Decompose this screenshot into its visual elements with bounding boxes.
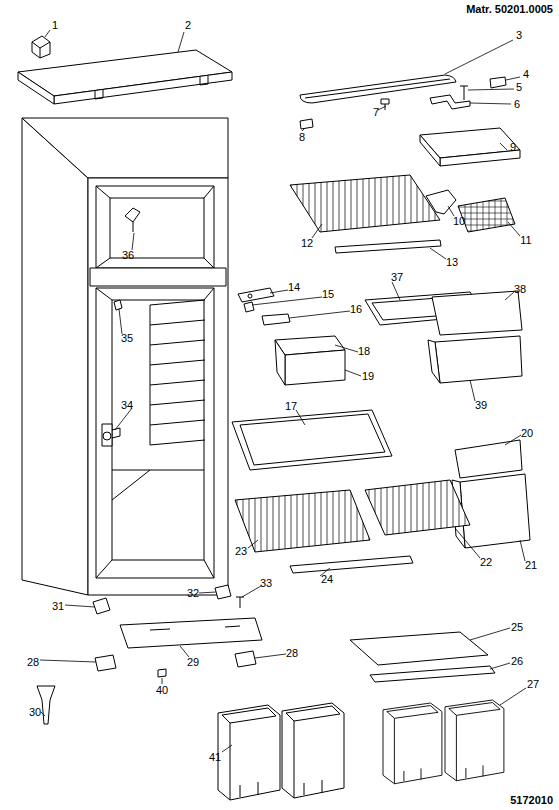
callout-number: 16 — [349, 303, 363, 316]
callout-number: 26 — [510, 655, 524, 668]
wire-shelf — [290, 175, 440, 232]
callout-number: 24 — [320, 573, 334, 586]
callout-number: 4 — [522, 68, 530, 81]
callout-number: 11 — [519, 234, 532, 247]
foot-bracket — [95, 655, 116, 671]
glass-cover — [455, 440, 522, 478]
top-lid — [18, 50, 232, 104]
drawing-number: 5172010 — [509, 794, 554, 807]
callout-number: 2 — [184, 19, 192, 32]
clip — [158, 669, 166, 677]
callout-number: 36 — [121, 249, 135, 262]
callout-number: 15 — [321, 288, 335, 301]
glass-cover — [432, 291, 522, 335]
callout-number: 19 — [361, 370, 375, 383]
pin — [244, 302, 254, 312]
leader-lines — [40, 30, 526, 752]
drawing-number: Matr. 50201.0005 — [465, 3, 554, 16]
callout-number: 38 — [513, 283, 527, 296]
screw — [236, 597, 244, 608]
callout-number: 18 — [357, 345, 371, 358]
callout-number: 30 — [28, 706, 42, 719]
callout-number: 3 — [515, 29, 523, 42]
clip — [490, 77, 506, 88]
crisper-box — [428, 336, 522, 383]
cabinet — [22, 118, 228, 595]
screw — [460, 86, 468, 100]
callout-number: 28 — [285, 647, 299, 660]
callout-number: 29 — [186, 656, 200, 669]
hinge — [215, 585, 231, 599]
callout-number: 28 — [26, 656, 40, 669]
glass-shelf — [350, 632, 488, 665]
callout-number: 31 — [51, 600, 65, 613]
tray — [420, 128, 520, 166]
foot — [37, 686, 55, 724]
callout-number: 20 — [520, 427, 534, 440]
callout-number: 34 — [120, 399, 134, 412]
dairy-box — [275, 336, 345, 385]
callout-number: 1 — [51, 19, 59, 32]
shelf-bar — [370, 666, 495, 682]
door-bin — [282, 703, 344, 798]
pin — [114, 300, 122, 310]
callout-number: 13 — [445, 256, 459, 269]
callout-number: 33 — [259, 577, 273, 590]
callout-number: 40 — [155, 684, 169, 697]
callout-number: 10 — [452, 215, 466, 228]
cover — [262, 314, 290, 325]
callout-number: 27 — [526, 678, 540, 691]
bracket — [430, 95, 470, 109]
hinge — [93, 598, 110, 614]
callout-number: 37 — [390, 271, 404, 284]
callout-number: 32 — [186, 587, 200, 600]
door-bin — [445, 700, 504, 781]
callout-number: 41 — [208, 751, 222, 764]
door-bin — [218, 705, 280, 800]
callout-number: 22 — [479, 556, 493, 569]
foot-bracket — [235, 651, 256, 667]
clip — [300, 119, 313, 129]
glass-shelf — [232, 410, 392, 470]
ice-grid — [458, 198, 515, 232]
wire-shelf — [365, 480, 470, 535]
hinge-cover — [32, 36, 50, 58]
callout-number: 9 — [509, 141, 517, 154]
shelf-bar — [290, 556, 413, 573]
callout-number: 14 — [287, 281, 301, 294]
callout-number: 12 — [300, 237, 314, 250]
callout-number: 7 — [372, 106, 380, 119]
callout-number: 17 — [284, 400, 298, 413]
hook — [125, 208, 140, 232]
callout-number: 5 — [515, 81, 523, 94]
door-bin — [383, 703, 442, 784]
callout-number: 39 — [474, 399, 488, 412]
hinge — [238, 288, 274, 302]
shelf-bar — [335, 240, 441, 253]
base-grille — [120, 618, 262, 648]
callout-number: 8 — [298, 131, 306, 144]
callout-number: 6 — [513, 98, 521, 111]
callout-number: 25 — [510, 621, 524, 634]
screw — [381, 99, 389, 110]
callout-number: 35 — [120, 332, 134, 345]
callout-number: 21 — [524, 559, 538, 572]
callout-number: 23 — [234, 545, 248, 558]
